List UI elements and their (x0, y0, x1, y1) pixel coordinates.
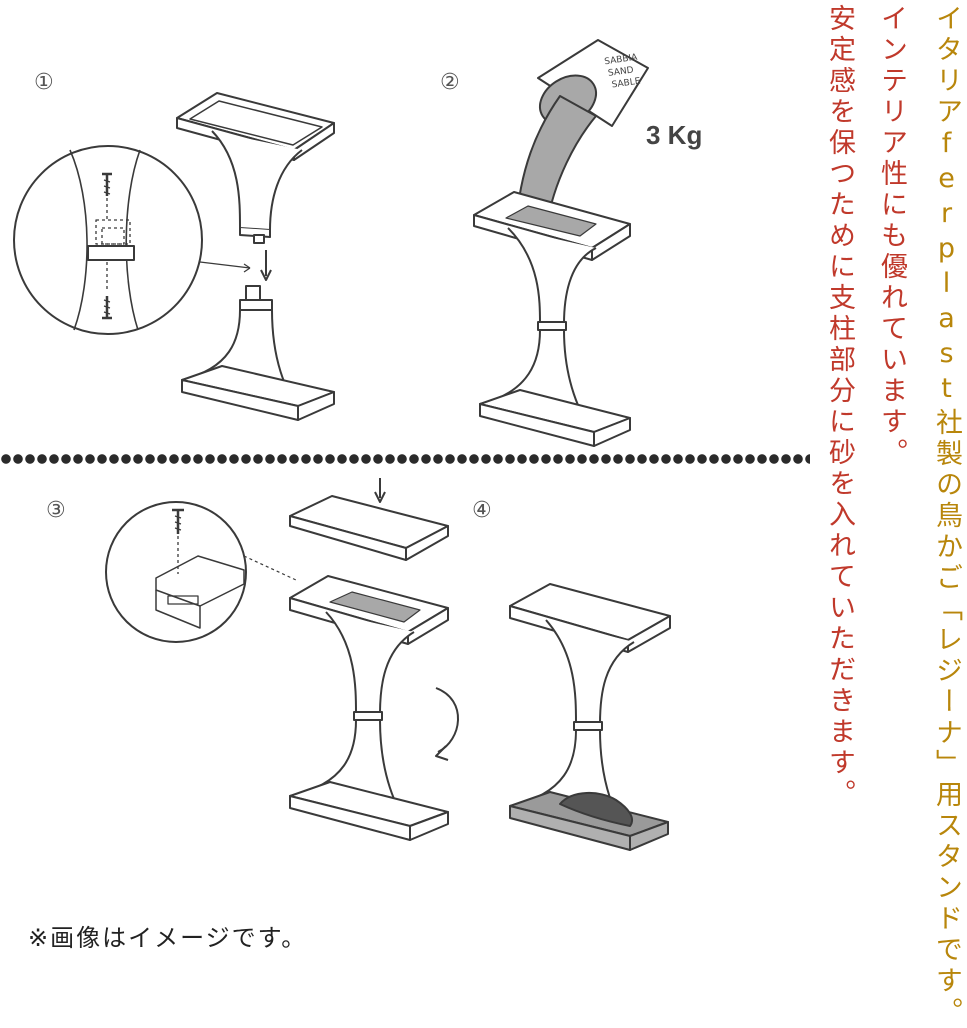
sand-weight-label: 3 Kg (646, 120, 703, 150)
description-column-3: 安定感を保つために支柱部分に砂を入れていただきます。 (824, 4, 855, 810)
description-column-1: イタリアferplast社製の鳥かご「レジーナ」用スタンドです。 (931, 4, 962, 1028)
step-number-3: ③ (46, 498, 66, 523)
step-number-4: ④ (472, 498, 492, 523)
bucket-text-line: SABLE (611, 77, 641, 91)
step-number-1: ① (34, 70, 54, 95)
step1-illustration (13, 92, 335, 421)
assembly-diagram: SABBIA SAND SABLE (13, 39, 671, 851)
image-disclaimer: ※画像はイメージです。 (28, 924, 308, 952)
bucket-label: SABBIA SAND SABLE (604, 53, 642, 91)
description-column-2: インテリア性にも優れています。 (876, 4, 907, 469)
step-number-2: ② (440, 70, 460, 95)
bucket-text-line: SABBIA (604, 53, 639, 68)
bucket-text-line: SAND (607, 65, 634, 78)
step2-illustration (473, 39, 649, 447)
step4-illustration (509, 583, 671, 851)
step3-illustration (105, 478, 459, 841)
dotted-divider (0, 452, 810, 466)
